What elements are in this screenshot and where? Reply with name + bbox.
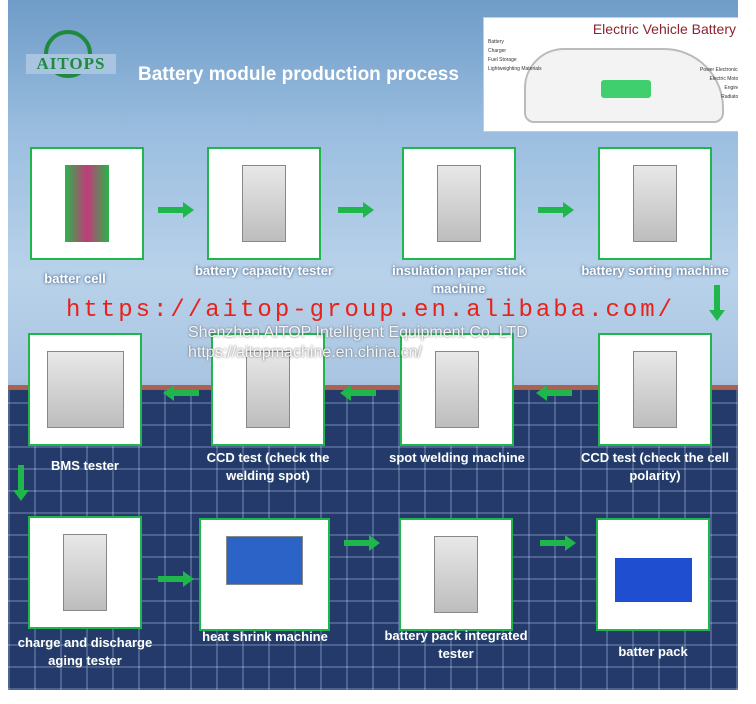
- arrow-right-icon: [158, 571, 194, 587]
- infographic: AITOPS Battery module production process…: [8, 0, 738, 690]
- step-label: spot welding machine: [389, 450, 525, 465]
- ev-diagram-title: Electric Vehicle Battery: [592, 21, 736, 37]
- car-illustration: [524, 48, 724, 123]
- arrow-left-icon: [536, 385, 572, 401]
- step-box-integrated-tester: [399, 518, 513, 631]
- step-label: insulation paper stick machine: [392, 263, 526, 296]
- step-box-spot-welding: [400, 333, 514, 446]
- step-box-sorting: [598, 147, 712, 260]
- step-label: charge and discharge aging tester: [17, 635, 153, 668]
- arrow-right-icon: [338, 202, 374, 218]
- step-box-ccd-welding: [211, 333, 325, 446]
- step-label: CCD test (check the cell polarity): [580, 450, 730, 483]
- step-box-battery-pack: [596, 518, 710, 631]
- aitops-logo: AITOPS: [26, 30, 116, 80]
- step-label: battery pack integrated tester: [384, 628, 528, 661]
- step-box-insulation-paper: [402, 147, 516, 260]
- page-title: Battery module production process: [138, 64, 459, 85]
- arrow-left-icon: [340, 385, 376, 401]
- watermark-company: Shenzhen AITOP Intelligent Equipment Co.…: [188, 324, 528, 341]
- step-box-batter-cell: [30, 147, 144, 260]
- step-box-heat-shrink: [199, 518, 330, 631]
- step-label: BMS tester: [51, 458, 119, 473]
- step-label: heat shrink machine: [202, 629, 328, 644]
- watermark-china: https://aitopmachine.en.china.cn/: [188, 344, 422, 361]
- step-box-capacity-tester: [207, 147, 321, 260]
- watermark-alibaba: https://aitop-group.en.alibaba.com/: [66, 297, 676, 324]
- arrow-right-icon: [540, 535, 576, 551]
- step-label: CCD test (check the welding spot): [206, 450, 330, 483]
- step-label: batter pack: [618, 644, 688, 659]
- arrow-left-icon: [163, 385, 199, 401]
- step-box-ccd-polarity: [598, 333, 712, 446]
- arrow-down-icon: [709, 285, 725, 321]
- step-box-bms: [28, 333, 142, 446]
- step-label: batter cell: [44, 271, 106, 286]
- step-label: battery capacity tester: [194, 263, 333, 278]
- arrow-right-icon: [344, 535, 380, 551]
- step-box-aging: [28, 516, 142, 629]
- step-label: battery sorting machine: [581, 263, 729, 278]
- arrow-down-icon: [13, 465, 29, 501]
- arrow-right-icon: [158, 202, 194, 218]
- arrow-right-icon: [538, 202, 574, 218]
